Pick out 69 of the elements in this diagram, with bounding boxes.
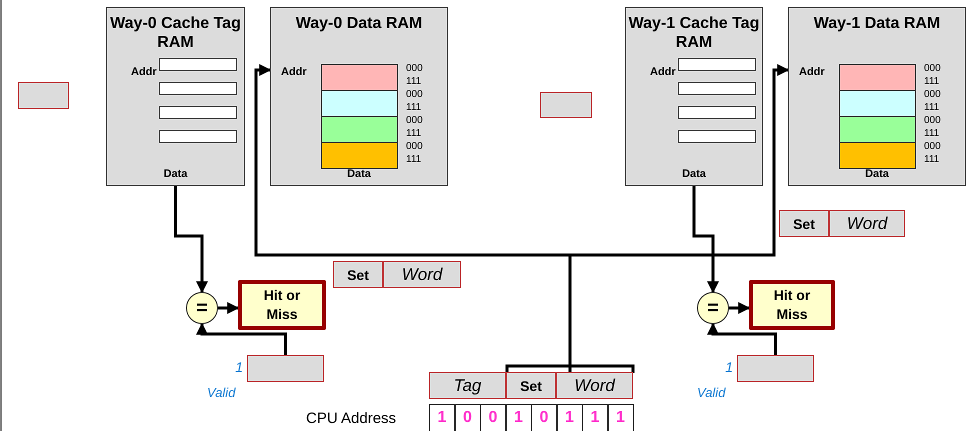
connector-arrow	[707, 322, 777, 355]
offset-label: 111	[924, 154, 940, 165]
address-field	[779, 210, 905, 237]
port-label: Addr	[799, 66, 825, 78]
bit-cell: 1	[506, 404, 532, 431]
port-label: Data	[162, 168, 188, 180]
register-box	[737, 355, 814, 382]
valid-bit-value: 1	[724, 359, 733, 375]
block-title: Way-0 Cache Tag RAM	[109, 14, 242, 52]
data-memory-block	[788, 7, 966, 186]
offset-label: 000	[406, 141, 423, 152]
data-memory-block	[270, 7, 448, 186]
register-box	[247, 355, 324, 382]
offset-label: 000	[406, 63, 423, 74]
port-label: Data	[864, 168, 890, 180]
port-label: Addr	[281, 66, 307, 78]
field-segment: Word	[556, 372, 633, 399]
bit-cell: 0	[480, 404, 506, 431]
bit-cell: 0	[454, 404, 480, 431]
connector-arrow	[196, 322, 287, 355]
field-segment: Word	[829, 210, 905, 237]
port-label: Addr	[131, 66, 157, 78]
bit-cell: 1	[556, 404, 582, 431]
offset-label: 000	[406, 115, 423, 126]
tag-memory-block	[106, 7, 245, 186]
offset-label: 111	[406, 76, 422, 87]
block-title: Way-1 Cache Tag RAM	[628, 14, 760, 52]
port-label: Data	[346, 168, 372, 180]
connector-arrow	[729, 302, 750, 314]
valid-bit-value: 1	[234, 359, 243, 375]
comparator-circle: =	[697, 292, 729, 324]
bit-cell: 1	[429, 404, 455, 431]
block-title: Way-0 Data RAM	[294, 14, 424, 33]
register-box	[540, 92, 592, 118]
offset-label: 111	[924, 76, 940, 87]
block-title: Way-1 Data RAM	[812, 14, 942, 33]
comparator-circle: =	[186, 292, 218, 324]
hit-miss-indicator: Hit or Miss	[238, 280, 326, 330]
connector-arrow	[218, 302, 240, 314]
tag-memory-block	[625, 7, 763, 186]
offset-label: 111	[924, 128, 940, 139]
bit-cell: 1	[608, 404, 634, 431]
offset-label: 000	[924, 141, 941, 152]
bit-cell: 1	[582, 404, 608, 431]
port-label: Addr	[650, 66, 676, 78]
offset-label: 111	[406, 154, 422, 165]
offset-label: 000	[406, 89, 423, 100]
field-segment: Set	[506, 372, 556, 399]
offset-label: 111	[406, 128, 422, 139]
field-segment: Set	[333, 261, 383, 288]
address-caption: CPU Address	[306, 410, 396, 427]
connector-arrow	[174, 186, 208, 294]
register-box	[18, 82, 69, 109]
offset-label: 111	[406, 102, 422, 113]
field-segment: Set	[779, 210, 829, 237]
offset-label: 000	[924, 115, 941, 126]
field-segment: Tag	[429, 372, 506, 399]
bit-cell: 0	[531, 404, 557, 431]
valid-label: Valid	[697, 385, 726, 400]
hit-miss-indicator: Hit or Miss	[749, 280, 835, 330]
offset-label: 000	[924, 89, 941, 100]
offset-label: 111	[924, 102, 940, 113]
address-field	[429, 372, 633, 399]
offset-label: 000	[924, 63, 941, 74]
connector-arrow	[692, 186, 719, 294]
field-segment: Word	[383, 261, 461, 288]
address-field	[333, 261, 461, 288]
valid-label: Valid	[207, 385, 236, 400]
port-label: Data	[681, 168, 707, 180]
